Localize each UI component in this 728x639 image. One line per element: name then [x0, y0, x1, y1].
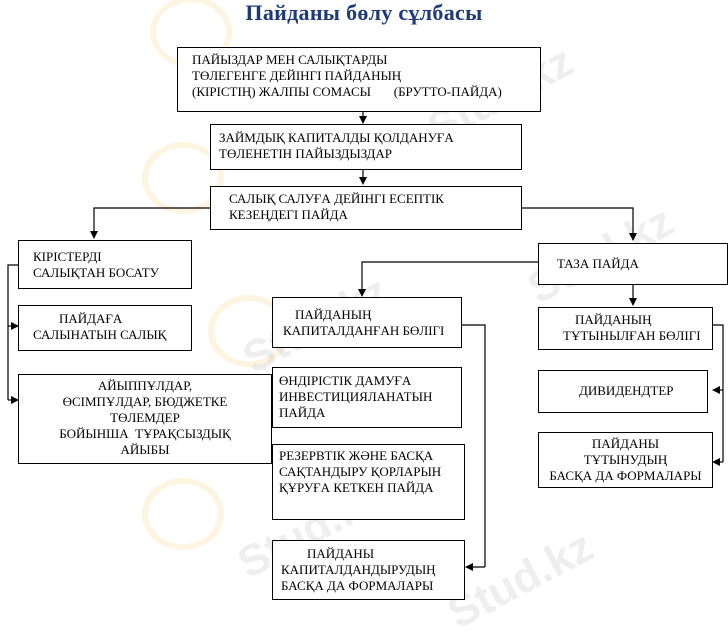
box-text-line: КЕЗЕҢДЕГІ ПАЙДА — [229, 207, 348, 222]
box-text-line: РЕЗЕРВТІК ЖӘНЕ БАСҚА — [279, 448, 434, 463]
box-text-line: ПАЙДАНЫҢ — [575, 312, 652, 327]
box-text-line: САЛЫҚ САЛУҒА ДЕЙІНГІ ЕСЕПТІК — [229, 191, 444, 206]
box-text-line: АЙЫППҰЛДАР, — [97, 378, 193, 393]
page-title: Пайданы бөлу сұлбасы — [245, 0, 483, 25]
box-text-line: САҚТАНДЫРУ ҚОРЛАРЫН — [279, 464, 442, 479]
box-text-line: БАСҚА ДА ФОРМАЛАРЫ — [281, 578, 434, 593]
box-text-line: КАПИТАЛДАНДЫРУДЫҢ — [281, 562, 436, 577]
box-text-line: БАСҚА ДА ФОРМАЛАРЫ — [549, 468, 702, 483]
box-text-line: САЛЫҚТАН БОСАТУ — [33, 265, 159, 280]
box-text-line: ТАЗА ПАЙДА — [557, 256, 639, 271]
box-text-line: ТӨЛЕГЕНГЕ ДЕЙІНГІ ПАЙДАНЫҢ — [192, 68, 402, 83]
box-text-line: ПАЙДАҒА — [59, 311, 123, 326]
box-text-line: КІРІСТЕРДІ — [33, 249, 102, 264]
box-text-line: КАПИТАЛДАНҒАН БӨЛІГІ — [283, 323, 445, 338]
connector-lines — [7, 112, 724, 571]
box-text-line: ПАЙДА — [279, 405, 326, 420]
box-text-line: (КІРІСТІҢ) ЖАЛПЫ СОМАСЫ (БРУТТО-ПАЙДА) — [192, 84, 502, 99]
box-text-line: ТҰТЫНУДЫҢ — [583, 452, 668, 467]
dividends-box: ДИВИДЕНДТЕР — [538, 370, 708, 413]
box-text-line: ӨСІМПҰЛДАР, БЮДЖЕТКЕ — [62, 394, 228, 409]
box-text-line: ТӨЛЕМДЕР — [110, 410, 180, 425]
box-text-line: ТҰТЫНЫЛҒАН БӨЛІГІ — [563, 328, 701, 343]
box-text-line: АЙЫБЫ — [120, 442, 170, 457]
box-text-line: САЛЫНАТЫН САЛЫҚ — [33, 327, 167, 342]
box-text-line: ПАЙЫЗДАР МЕН САЛЫҚТАРДЫ — [192, 52, 388, 67]
box-text-line: ПАЙДАНЫ — [591, 436, 660, 451]
box-text-line: ӨНДІРІСТІК ДАМУҒА — [279, 373, 412, 388]
box-text-line: ИНВЕСТИЦИЯЛАНАТЫН — [279, 389, 433, 404]
box-text-line: ЗАЙМДЫҚ КАПИТАЛДЫ ҚОЛДАНУҒА — [219, 130, 454, 145]
box-text-line: ҚҰРУҒА КЕТКЕН ПАЙДА — [279, 480, 434, 495]
box-text-line: ТӨЛЕНЕТІН ПАЙЫЗДЫЗДАР — [219, 146, 392, 161]
box-text-line: ПАЙДАНЫ — [307, 546, 375, 561]
net-profit-box: ТАЗА ПАЙДА — [538, 243, 728, 285]
box-text-line: ДИВИДЕНДТЕР — [579, 383, 674, 398]
box-text-line: ПАЙДАНЫҢ — [295, 307, 372, 322]
box-text-line: БОЙЫНША ТҰРАҚСЫЗДЫҚ — [59, 426, 231, 441]
